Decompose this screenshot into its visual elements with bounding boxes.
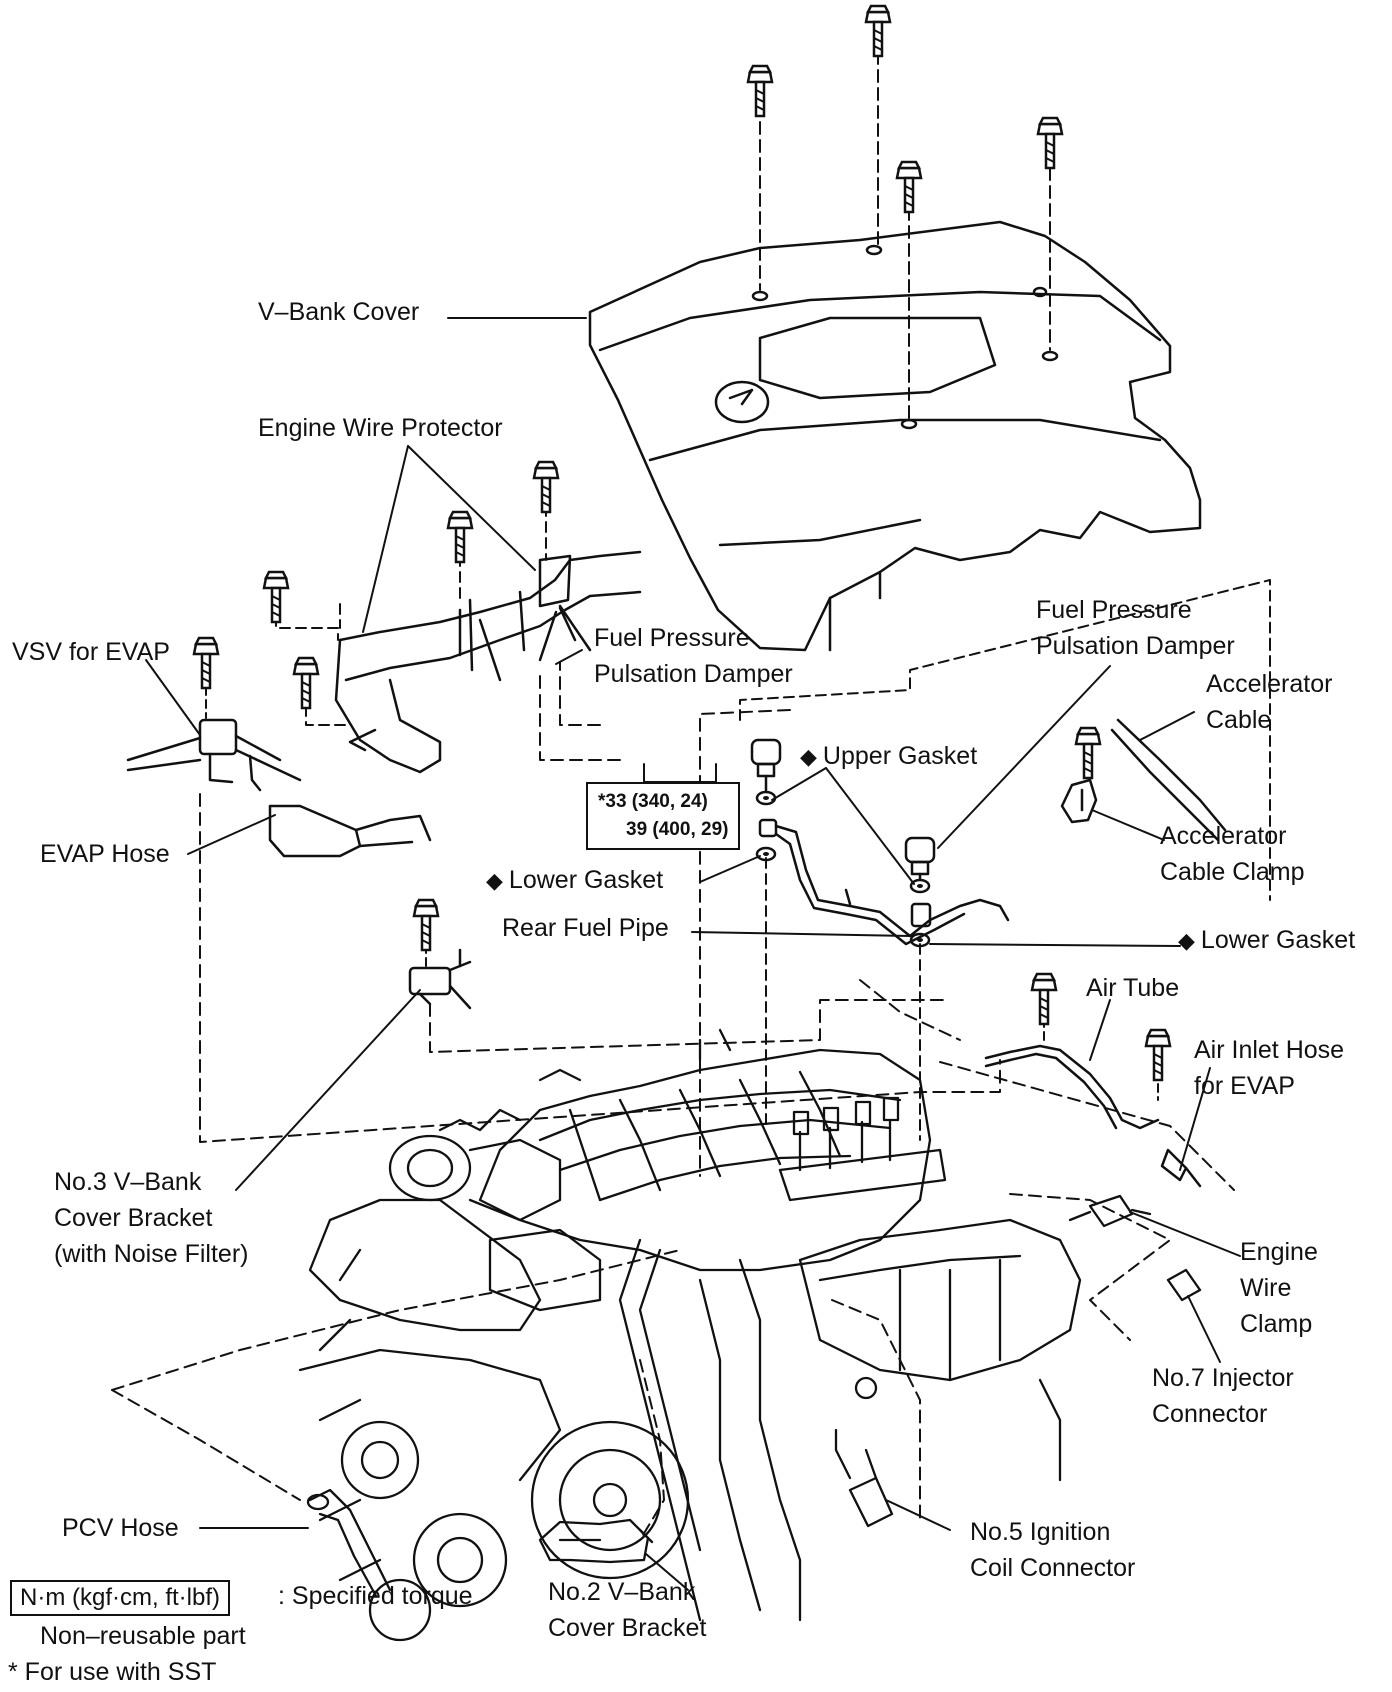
non-reusable-diamond-icon: ◆ — [486, 868, 503, 893]
v-bank-cover-shape — [588, 220, 1202, 652]
no2-bracket-shape — [538, 1518, 650, 1564]
no7-injector-shape — [1166, 1268, 1202, 1302]
label-no7-injector-1: No.7 Injector — [1152, 1364, 1294, 1392]
lower-gasket-left-text: Lower Gasket — [508, 866, 664, 894]
legend-sst: * For use with SST — [8, 1658, 217, 1686]
label-air-inlet-hose-2: for EVAP — [1194, 1072, 1295, 1100]
fuel-damper-left-shape — [750, 738, 782, 792]
fuel-damper-right-shape — [904, 836, 936, 886]
label-rear-fuel-pipe: Rear Fuel Pipe — [502, 914, 669, 942]
label-engine-wire-clamp-2: Wire — [1240, 1274, 1292, 1302]
label-engine-wire-clamp-1: Engine — [1240, 1238, 1318, 1266]
label-air-inlet-hose-1: Air Inlet Hose — [1194, 1036, 1345, 1064]
label-vsv-for-evap: VSV for EVAP — [12, 638, 170, 666]
torque-line-2: 39 (400, 29) — [626, 819, 729, 840]
label-accelerator-cable-2: Cable — [1206, 706, 1272, 734]
label-no3-bracket-3: (with Noise Filter) — [54, 1240, 249, 1268]
legend-torque-unit-desc: : Specified torque — [278, 1582, 473, 1610]
label-fuel-damper-right-2: Pulsation Damper — [1036, 632, 1235, 660]
label-pcv-hose: PCV Hose — [62, 1514, 179, 1542]
label-no5-ignition-2: Coil Connector — [970, 1554, 1136, 1582]
engine-wire-protector-shape — [334, 550, 642, 774]
label-no3-bracket-1: No.3 V–Bank — [54, 1168, 202, 1196]
label-no2-bracket-1: No.2 V–Bank — [548, 1578, 696, 1606]
vsv-evap-shape — [126, 718, 302, 792]
label-upper-gasket: ◆Upper Gasket — [800, 738, 977, 775]
label-lower-gasket-right: ◆Lower Gasket — [1178, 922, 1355, 959]
label-engine-wire-clamp-3: Clamp — [1240, 1310, 1313, 1338]
label-accelerator-cable-1: Accelerator — [1206, 670, 1333, 698]
no5-ignition-shape — [848, 1476, 894, 1528]
air-tube-shape — [984, 1044, 1160, 1130]
label-no3-bracket-2: Cover Bracket — [54, 1204, 213, 1232]
label-no5-ignition-1: No.5 Ignition — [970, 1518, 1111, 1546]
rear-fuel-pipe-shape — [758, 818, 1010, 946]
no3-bracket-shape — [408, 948, 472, 1010]
label-no7-injector-2: Connector — [1152, 1400, 1268, 1428]
label-fuel-damper-left-2: Pulsation Damper — [594, 660, 793, 688]
accelerator-cable-clamp-shape — [1060, 778, 1098, 824]
engine-body-shape — [298, 1028, 1082, 1642]
label-fuel-damper-right-1: Fuel Pressure — [1036, 596, 1192, 624]
upper-gasket-text: Upper Gasket — [822, 742, 978, 770]
non-reusable-diamond-icon: ◆ — [800, 744, 817, 769]
legend-non-reusable: Non–reusable part — [40, 1622, 246, 1650]
label-lower-gasket-left: ◆Lower Gasket — [486, 862, 663, 899]
evap-hose-shape — [268, 804, 432, 858]
pcv-hose-shape — [308, 1488, 392, 1592]
torque-line-1: *33 (340, 24) — [598, 791, 708, 812]
engine-wire-clamp-shape — [1088, 1194, 1134, 1228]
label-fuel-damper-left-1: Fuel Pressure — [594, 624, 750, 652]
lower-gasket-right-text: Lower Gasket — [1200, 926, 1356, 954]
label-accelerator-cable-clamp-2: Cable Clamp — [1160, 858, 1305, 886]
label-v-bank-cover: V–Bank Cover — [258, 298, 420, 326]
non-reusable-diamond-icon: ◆ — [1178, 928, 1195, 953]
torque-spec-box: *33 (340, 24) 39 (400, 29) — [586, 782, 741, 850]
legend-torque-unit-box: N·m (kgf·cm, ft·lbf) — [10, 1580, 230, 1616]
label-evap-hose: EVAP Hose — [40, 840, 170, 868]
label-air-tube: Air Tube — [1086, 974, 1180, 1002]
label-no2-bracket-2: Cover Bracket — [548, 1614, 707, 1642]
label-accelerator-cable-clamp-1: Accelerator — [1160, 822, 1287, 850]
label-engine-wire-protector: Engine Wire Protector — [258, 414, 503, 442]
